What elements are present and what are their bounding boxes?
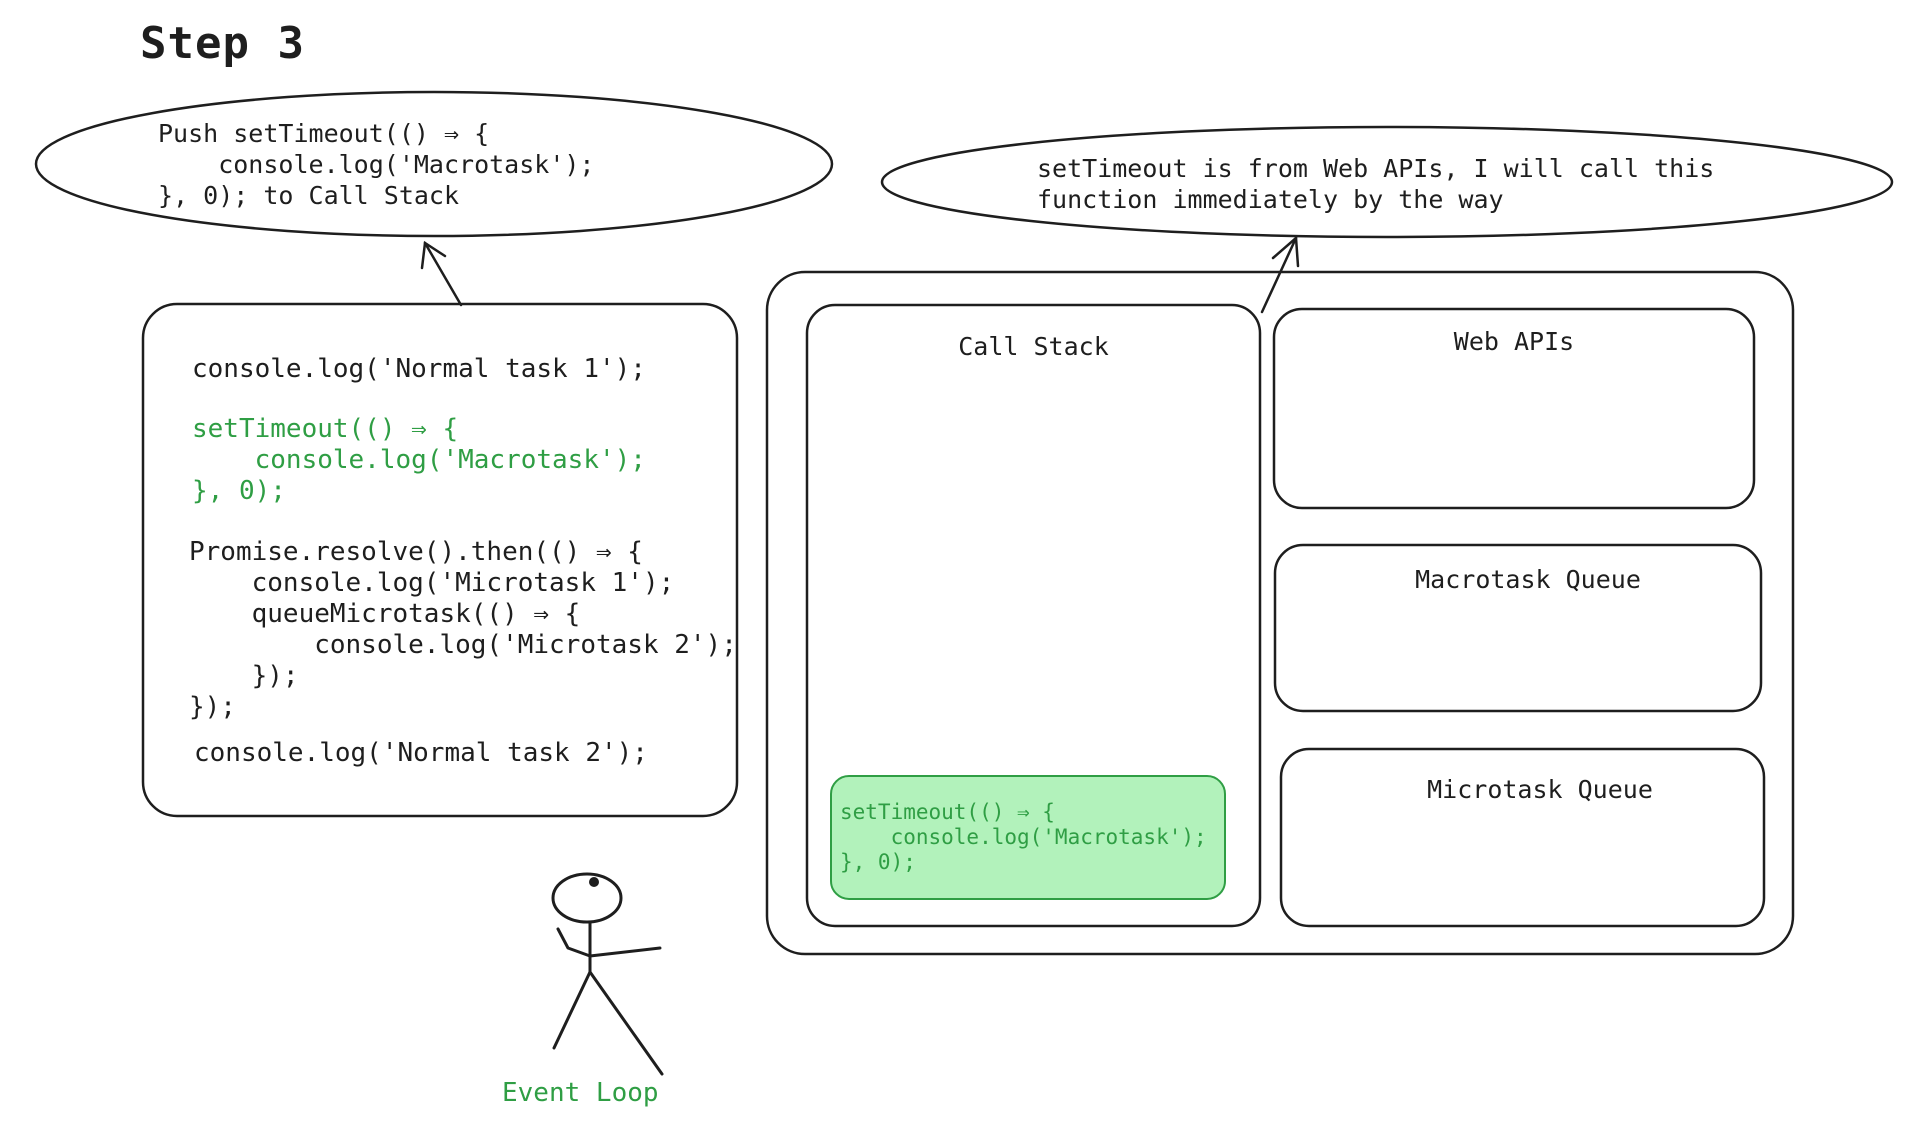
microtask-queue-title: Microtask Queue — [1427, 775, 1653, 804]
microtask-queue-box — [1279, 747, 1766, 928]
code-line-normal-task-2: console.log('Normal task 2'); — [194, 738, 648, 768]
macrotask-queue-box — [1273, 543, 1763, 713]
event-loop-stick-figure — [551, 872, 664, 1076]
page-title: Step 3 — [140, 18, 305, 69]
call-stack-box — [805, 303, 1262, 928]
call-stack-task-box — [830, 775, 1226, 900]
left-bubble-text: Push setTimeout(() ⇒ { console.log('Macr… — [158, 119, 595, 210]
code-panel-box — [141, 302, 739, 818]
event-loop-label: Event Loop — [502, 1078, 659, 1108]
code-line-normal-task-1: console.log('Normal task 1'); — [192, 354, 646, 384]
web-apis-title: Web APIs — [1453, 327, 1575, 356]
code-block-promise: Promise.resolve().then(() ⇒ { console.lo… — [189, 537, 737, 722]
code-block-settimeout: setTimeout(() ⇒ { console.log('Macrotask… — [192, 414, 646, 506]
runtime-container — [765, 270, 1795, 956]
arrow-code-to-bubble — [420, 240, 463, 307]
arrow-runtime-to-bubble — [1260, 235, 1300, 314]
call-stack-title: Call Stack — [958, 332, 1109, 361]
web-apis-box — [1272, 307, 1756, 510]
right-speech-bubble — [880, 125, 1894, 239]
left-speech-bubble — [34, 90, 834, 238]
call-stack-task-text: setTimeout(() ⇒ { console.log('Macrotask… — [840, 800, 1207, 874]
macrotask-queue-title: Macrotask Queue — [1415, 565, 1641, 594]
right-bubble-text: setTimeout is from Web APIs, I will call… — [1037, 154, 1715, 214]
